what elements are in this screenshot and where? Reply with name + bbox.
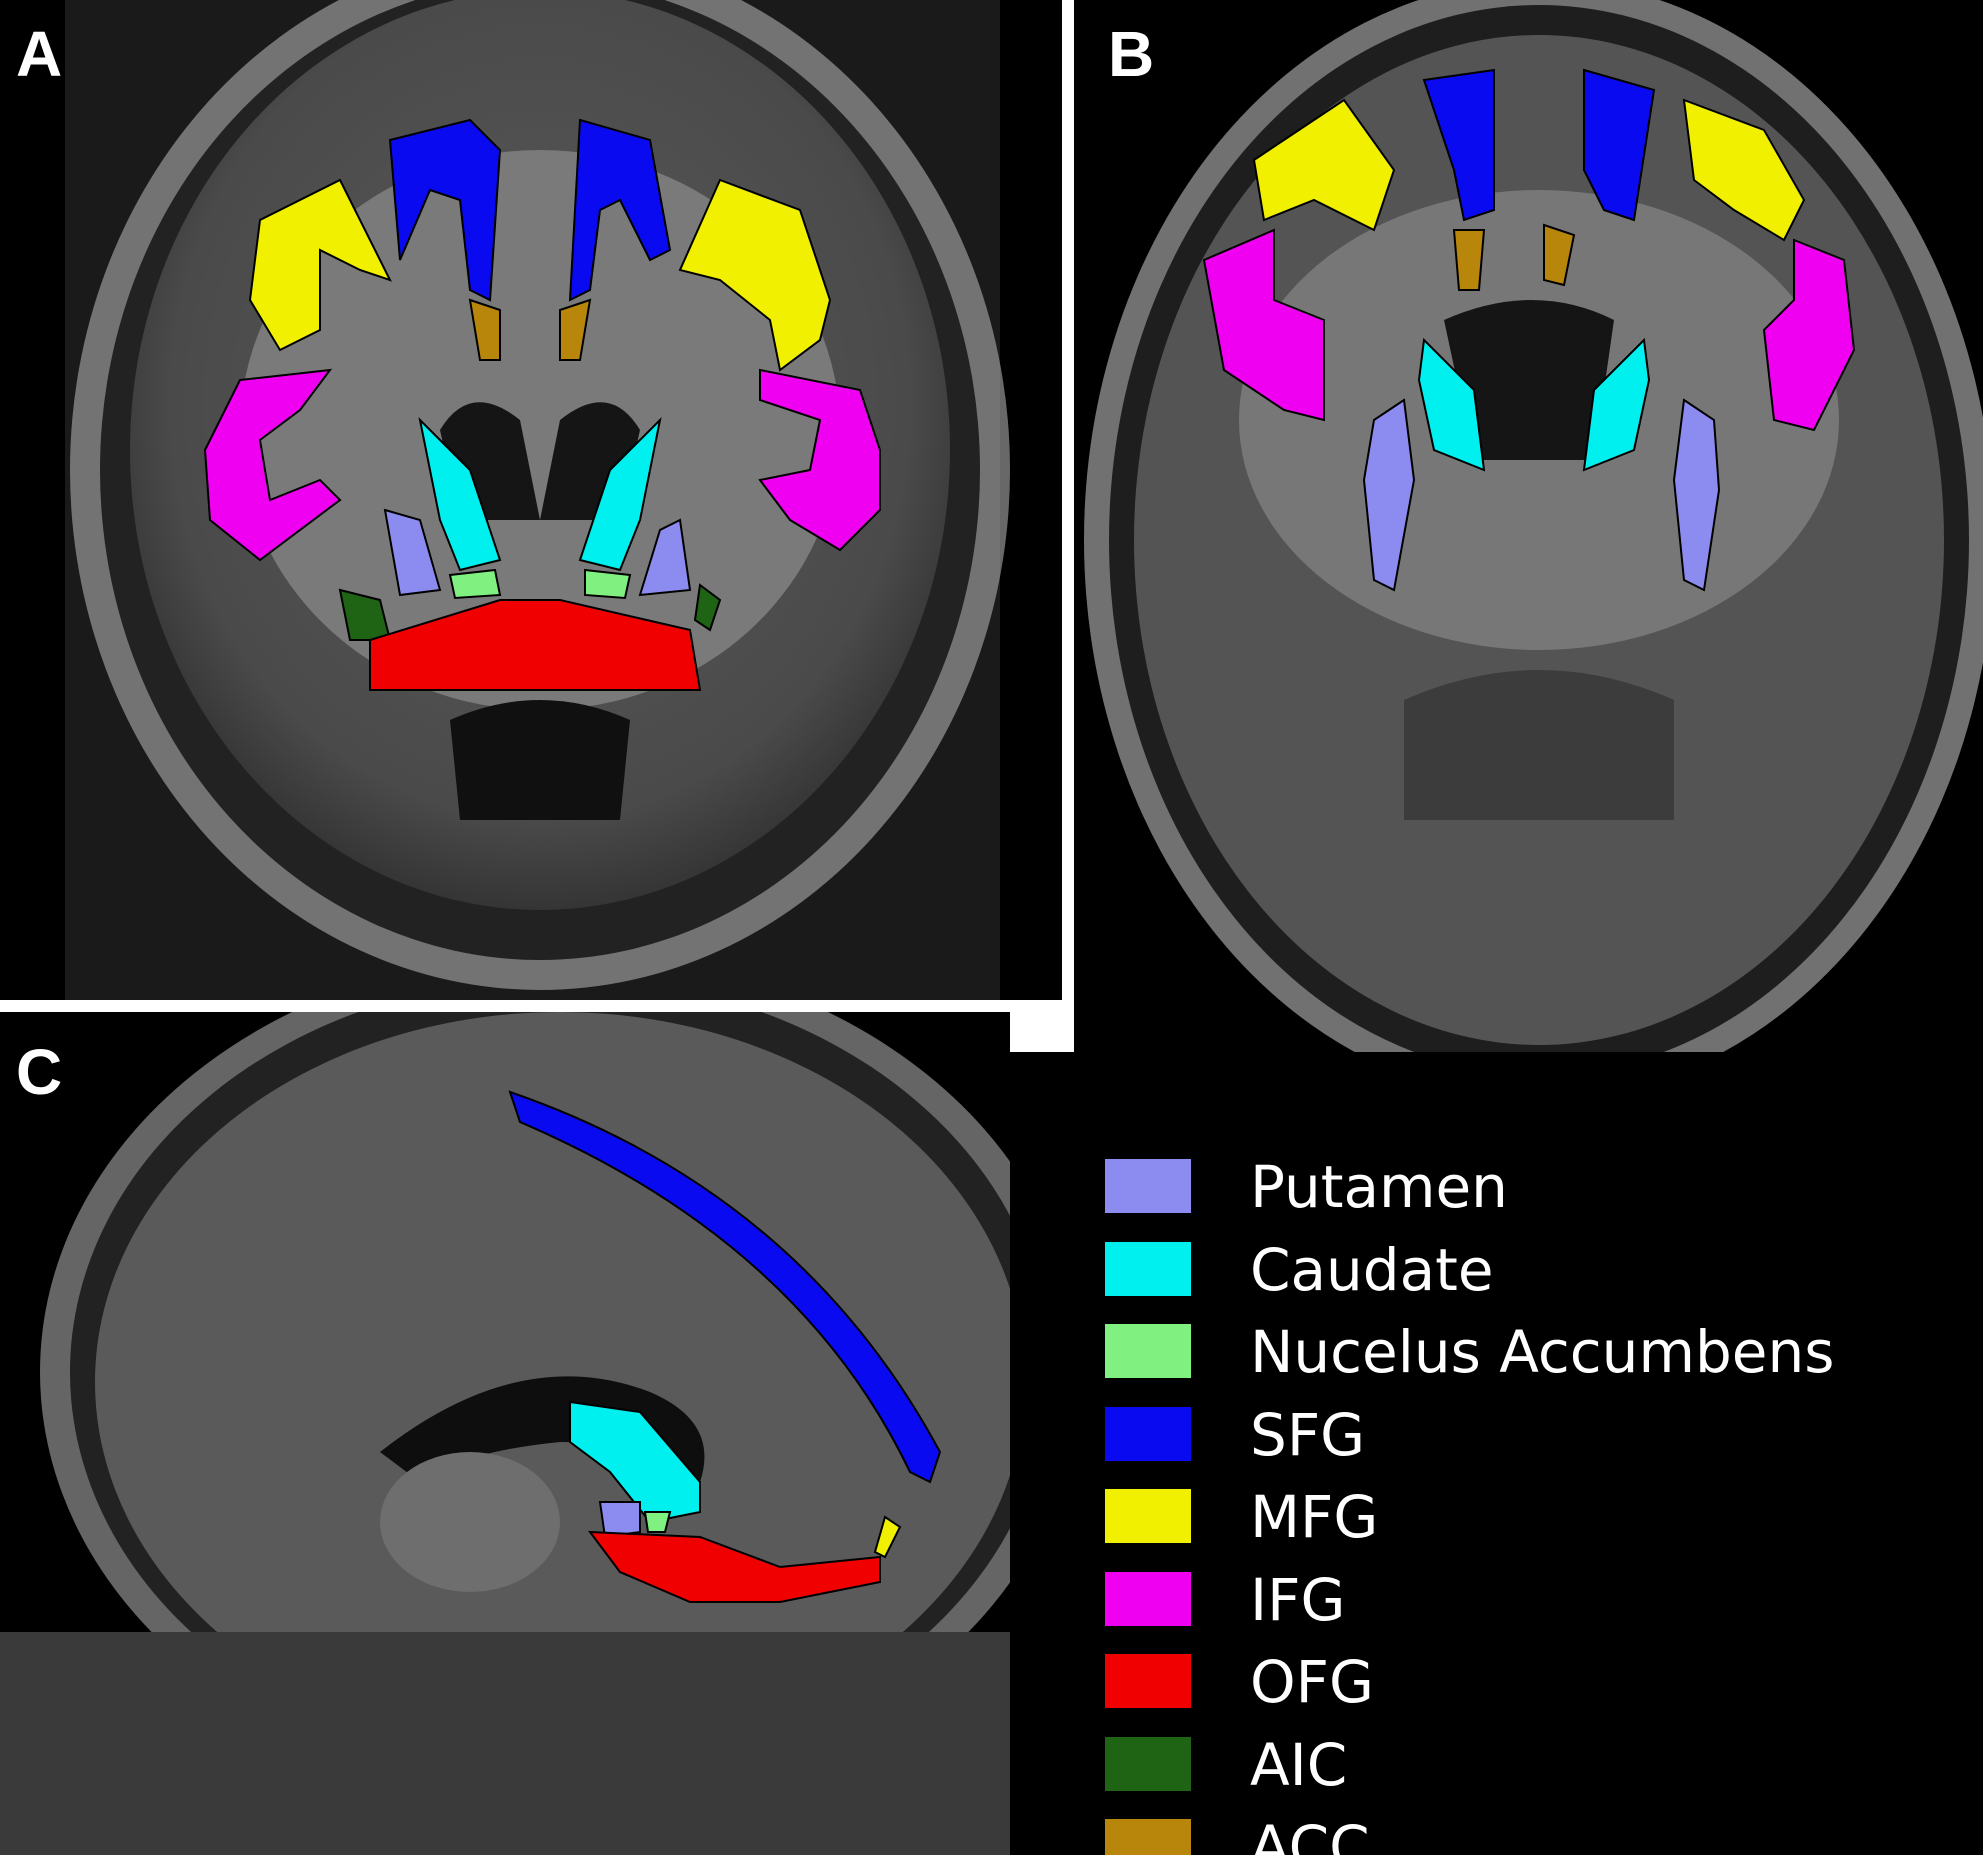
legend-swatch xyxy=(1105,1324,1191,1378)
legend-label: IFG xyxy=(1250,1565,1346,1634)
legend-label: SFG xyxy=(1250,1400,1366,1469)
coronal-roi-overlays xyxy=(203,118,881,691)
legend-swatch xyxy=(1105,1159,1191,1213)
panel-c-sagittal: C xyxy=(0,1012,1010,1855)
legend-label: MFG xyxy=(1250,1483,1379,1551)
legend-swatch xyxy=(1105,1654,1191,1708)
legend-label: Nucelus Accumbens xyxy=(1250,1318,1835,1386)
legend-label: Putamen xyxy=(1250,1153,1508,1221)
legend-swatch xyxy=(1105,1736,1191,1791)
axial-roi-overlays xyxy=(1202,68,1856,592)
panel-b-label: B xyxy=(1108,18,1155,90)
sagittal-roi-overlays xyxy=(508,1090,942,1603)
legend-label: ACC xyxy=(1250,1813,1370,1855)
coronal-brain-image xyxy=(65,0,1010,1000)
panel-a-label: A xyxy=(16,18,63,90)
legend-swatch xyxy=(1105,1571,1191,1626)
axial-brain-image xyxy=(1084,0,1983,1052)
legend-swatch xyxy=(1105,1241,1191,1296)
legend-label: AIC xyxy=(1250,1730,1348,1799)
panel-a-coronal: A xyxy=(0,0,1062,1000)
legend-label: OFG xyxy=(1250,1648,1374,1716)
legend-label: Caudate xyxy=(1250,1235,1494,1304)
legend-swatch xyxy=(1105,1489,1191,1543)
panel-b-axial: B xyxy=(1074,0,1983,1052)
legend-swatch xyxy=(1105,1819,1191,1855)
panel-c-label: C xyxy=(16,1036,63,1108)
sagittal-brain-image xyxy=(0,1012,1010,1855)
legend-swatch xyxy=(1105,1406,1191,1461)
